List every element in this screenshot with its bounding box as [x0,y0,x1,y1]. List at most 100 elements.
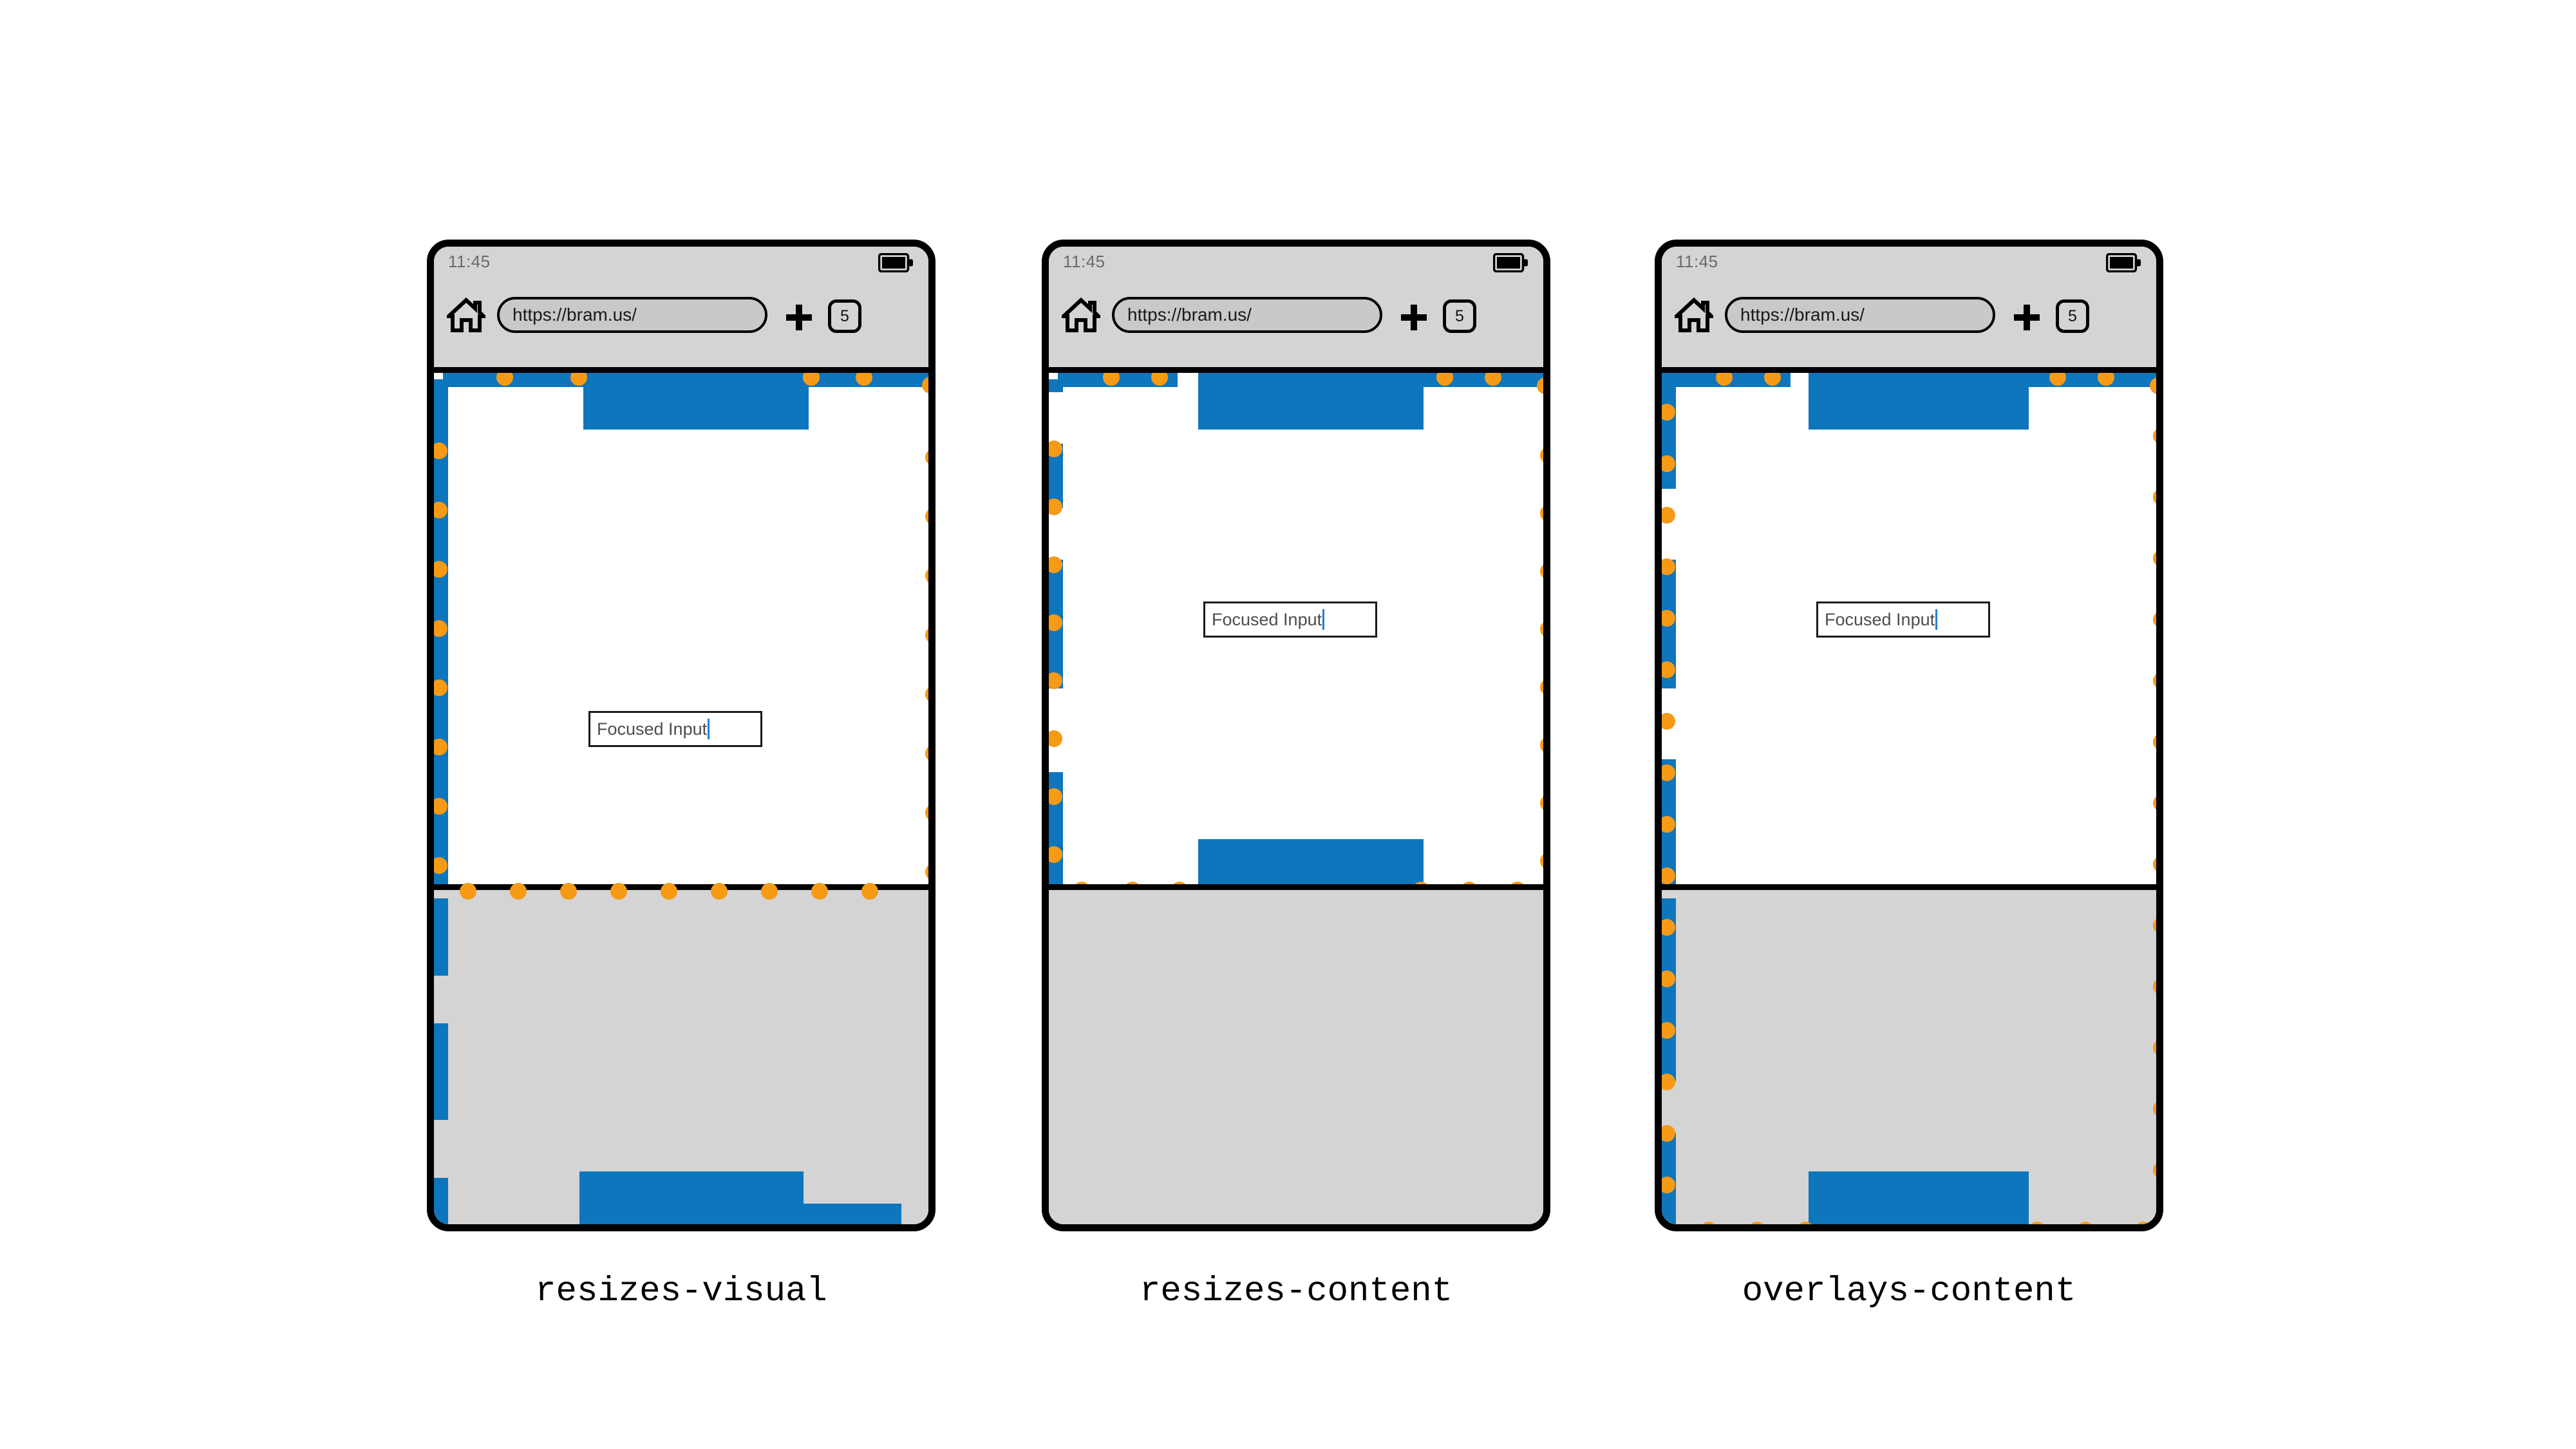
browser-chrome: 11:45 [434,247,928,373]
viewport-dot [1662,867,1675,884]
visual-viewport-resizes-content: Focused Input [1049,373,1543,898]
focused-input[interactable]: Focused Input [1203,601,1377,638]
viewport-dot [925,449,928,466]
border-notch [1049,373,1058,379]
viewport-dot [496,373,513,386]
kb-border-l3 [434,1178,448,1224]
viewport-dot [1540,795,1543,811]
viewport-dot [434,739,447,755]
kb-border-l1 [434,898,448,976]
viewport-dot [1537,377,1543,394]
focused-input[interactable]: Focused Input [588,711,762,747]
kb-border-l2 [434,1023,448,1120]
viewport-dot [925,864,928,880]
url-bar[interactable]: https://bram.us/ [1725,297,1995,333]
viewport-dot [2153,795,2156,811]
viewport-dot [2153,672,2156,689]
caption-resizes-visual: resizes-visual [535,1272,827,1311]
text-caret [1322,609,1325,630]
viewport-dot [2153,734,2156,750]
page-header-block-fg [583,373,809,430]
caption-overlays-content: overlays-content [1742,1272,2076,1311]
viewport-dot [2049,373,2066,386]
viewport-dot [460,883,476,900]
url-bar[interactable]: https://bram.us/ [1112,297,1382,333]
battery-full-icon [878,252,914,273]
home-icon[interactable] [1671,296,1716,333]
viewport-dot [1662,971,1675,987]
virtual-keyboard-overlays-content[interactable] [1662,884,2156,1224]
viewport-dot [1485,373,1501,386]
focused-input[interactable]: Focused Input [1816,601,1990,638]
caption-resizes-content: resizes-content [1139,1272,1453,1311]
focused-input-text: Focused Input [1212,609,1322,629]
viewport-dot [1662,713,1675,730]
viewport-dot [1662,661,1675,678]
viewport-dot [1662,1125,1675,1142]
status-clock: 11:45 [1063,252,1105,271]
viewport-dot [2153,611,2156,628]
home-icon[interactable] [1058,296,1104,333]
tab-count-button[interactable]: 5 [1443,299,1476,333]
viewport-dot [1764,373,1781,386]
viewport-dot [1662,455,1675,472]
viewport-dot [510,883,527,900]
focused-input-text: Focused Input [1825,609,1935,629]
viewport-dot [1662,1022,1675,1039]
viewport-dot [2153,489,2156,506]
viewport-dot [434,679,447,696]
viewport-dot [1662,764,1675,781]
viewport-dot [1540,853,1543,869]
viewport-dot [434,561,447,578]
viewport-dot [861,883,878,900]
status-bar: 11:45 [1049,247,1543,280]
viewport-dot [1049,556,1062,573]
url-text: https://bram.us/ [1740,305,1865,325]
browser-chrome: 11:45 [1662,247,2156,373]
home-icon[interactable] [444,296,489,333]
tab-count-button[interactable]: 5 [828,299,861,333]
viewport-dot [2098,373,2114,386]
viewport-dot [2153,1162,2156,1179]
url-bar[interactable]: https://bram.us/ [497,297,767,333]
page-header-block [1198,373,1424,430]
plus-icon[interactable] [2013,303,2041,332]
viewport-dot [1049,614,1062,631]
viewport-dot [1662,558,1675,575]
viewport-dot [2150,377,2156,394]
focused-input-text: Focused Input [597,719,708,739]
viewport-dot [2153,917,2156,934]
browser-toolbar: https://bram.us/ 5 [1662,280,2156,367]
status-clock: 11:45 [448,252,491,271]
viewport-dot [1103,373,1120,386]
phone-resizes-content: 11:45 [1042,240,1550,1231]
url-text: https://bram.us/ [1127,305,1252,325]
viewport-dot [2029,1222,2045,1224]
page-footer-block [1809,1171,2029,1224]
tab-count-label: 5 [1455,307,1464,325]
text-caret [1935,609,1938,630]
viewport-dot [1436,373,1453,386]
virtual-keyboard-resizes-visual[interactable] [434,884,928,1224]
viewport-dot [803,373,820,386]
plus-icon[interactable] [1400,303,1428,332]
status-bar: 11:45 [1662,247,2156,280]
viewport-dot [570,373,587,386]
visual-viewport-overlays-content: Focused Input [1662,373,2156,1224]
viewport-dot [925,745,928,762]
viewport-dot [1540,621,1543,638]
viewport-dot [1540,679,1543,696]
page-header-block [1809,373,2029,430]
viewport-dot [560,883,577,900]
plus-icon[interactable] [785,303,813,332]
tab-count-button[interactable]: 5 [2056,299,2089,333]
border-notch [434,373,443,379]
viewport-dot [1662,1177,1675,1193]
viewport-dot [1049,846,1062,863]
virtual-keyboard-resizes-content[interactable] [1049,884,1543,1224]
viewport-dot [1662,816,1675,833]
status-bar: 11:45 [434,247,928,280]
browser-toolbar: https://bram.us/ 5 [1049,280,1543,367]
viewport-dot [1662,507,1675,524]
